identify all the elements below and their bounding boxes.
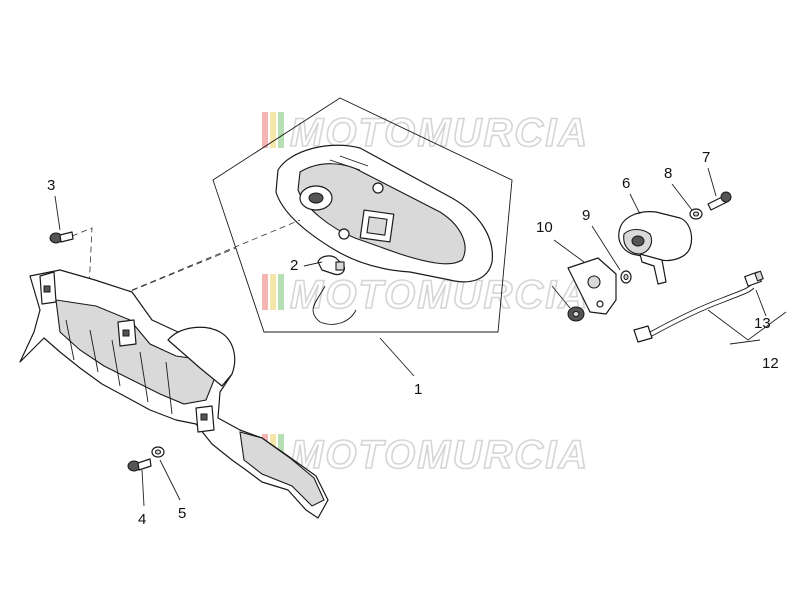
watermark-text-bottom: MOTOMURCIA bbox=[290, 433, 589, 477]
callout-5: 5 bbox=[178, 505, 186, 522]
mudguard-hood bbox=[167, 326, 236, 387]
leader-4 bbox=[141, 469, 145, 507]
housing-screw bbox=[372, 182, 384, 194]
guide-line-screw-3 bbox=[71, 227, 93, 311]
part-4-screw bbox=[127, 458, 152, 472]
wiring-connector bbox=[633, 325, 653, 343]
part-1-tail-light-assembly bbox=[212, 97, 513, 333]
leader-10 bbox=[553, 239, 585, 263]
housing-port-hole bbox=[308, 192, 324, 204]
leader-12b bbox=[729, 339, 761, 345]
control-module-face bbox=[366, 216, 388, 236]
tab-hole-lower bbox=[200, 413, 208, 421]
bulb-base bbox=[335, 261, 345, 271]
watermark-top: MOTOMURCIA bbox=[262, 110, 589, 156]
bulb-socket-bulb bbox=[754, 270, 764, 282]
callout-4: 4 bbox=[138, 511, 146, 528]
part-2-bulb bbox=[317, 255, 345, 276]
gasket-nut-hole bbox=[572, 310, 580, 318]
callout-9: 9 bbox=[582, 207, 590, 224]
callout-7: 7 bbox=[702, 149, 710, 166]
part-3-screw bbox=[49, 231, 74, 244]
part-7-screw bbox=[707, 191, 732, 211]
screw-7-head bbox=[720, 191, 732, 203]
mudguard-side-panel bbox=[55, 299, 215, 405]
mudguard-bracket bbox=[19, 269, 329, 519]
callout-3: 3 bbox=[47, 177, 55, 194]
lamp-lens bbox=[631, 235, 645, 247]
part-8-washer bbox=[689, 208, 703, 220]
part-10-gasket-plate bbox=[567, 257, 617, 322]
watermark-middle: MOTOMURCIA bbox=[262, 272, 589, 318]
leader-6 bbox=[629, 193, 641, 215]
lamp-mount-bracket bbox=[639, 253, 667, 285]
callout-10: 10 bbox=[536, 219, 553, 236]
tab-hole-middle bbox=[122, 329, 130, 337]
washer-8-hole bbox=[692, 211, 700, 217]
wiring-cable-second bbox=[651, 287, 755, 337]
wiring-cable bbox=[649, 283, 753, 333]
watermark-bottom: MOTOMURCIA bbox=[262, 432, 589, 478]
part-13-bulb-socket bbox=[744, 270, 764, 287]
part-6-lamp-housing bbox=[618, 211, 693, 285]
watermark-text-middle: MOTOMURCIA bbox=[290, 273, 589, 317]
mudguard-ribs bbox=[65, 319, 173, 415]
tab-hole-upper bbox=[43, 285, 51, 293]
leader-2 bbox=[303, 261, 323, 267]
part-12-wiring-harness bbox=[633, 283, 755, 343]
callout-1: 1 bbox=[414, 381, 422, 398]
gasket-plate-rivet bbox=[596, 300, 604, 308]
leader-13 bbox=[755, 289, 767, 317]
leader-10b bbox=[551, 285, 571, 309]
leader-1 bbox=[379, 337, 415, 377]
nut-9-hole bbox=[623, 273, 629, 281]
mudguard-rear-flap bbox=[239, 431, 325, 507]
part-9-nut bbox=[620, 270, 632, 284]
part-5-washer bbox=[151, 446, 165, 458]
leader-5 bbox=[159, 459, 181, 501]
callout-13: 13 bbox=[754, 315, 771, 332]
leader-12 bbox=[707, 309, 787, 341]
screw-4-shank bbox=[137, 458, 152, 471]
watermark-text-top: MOTOMURCIA bbox=[290, 111, 589, 155]
callout-8: 8 bbox=[664, 165, 672, 182]
housing-ribs bbox=[329, 155, 369, 171]
leader-9 bbox=[591, 225, 621, 271]
housing-wire bbox=[312, 285, 357, 325]
callout-12: 12 bbox=[762, 355, 779, 372]
gasket-plate-hole bbox=[587, 275, 601, 289]
callout-2: 2 bbox=[290, 257, 298, 274]
screw-3-shank bbox=[59, 231, 74, 243]
leader-8 bbox=[671, 183, 693, 211]
guide-line-housing-1 bbox=[131, 219, 301, 291]
leader-7 bbox=[707, 167, 717, 197]
callout-6: 6 bbox=[622, 175, 630, 192]
leader-3 bbox=[54, 195, 61, 231]
assembly-frame bbox=[212, 97, 513, 333]
washer-5-hole bbox=[154, 449, 162, 455]
housing-screw-lower bbox=[338, 228, 350, 240]
